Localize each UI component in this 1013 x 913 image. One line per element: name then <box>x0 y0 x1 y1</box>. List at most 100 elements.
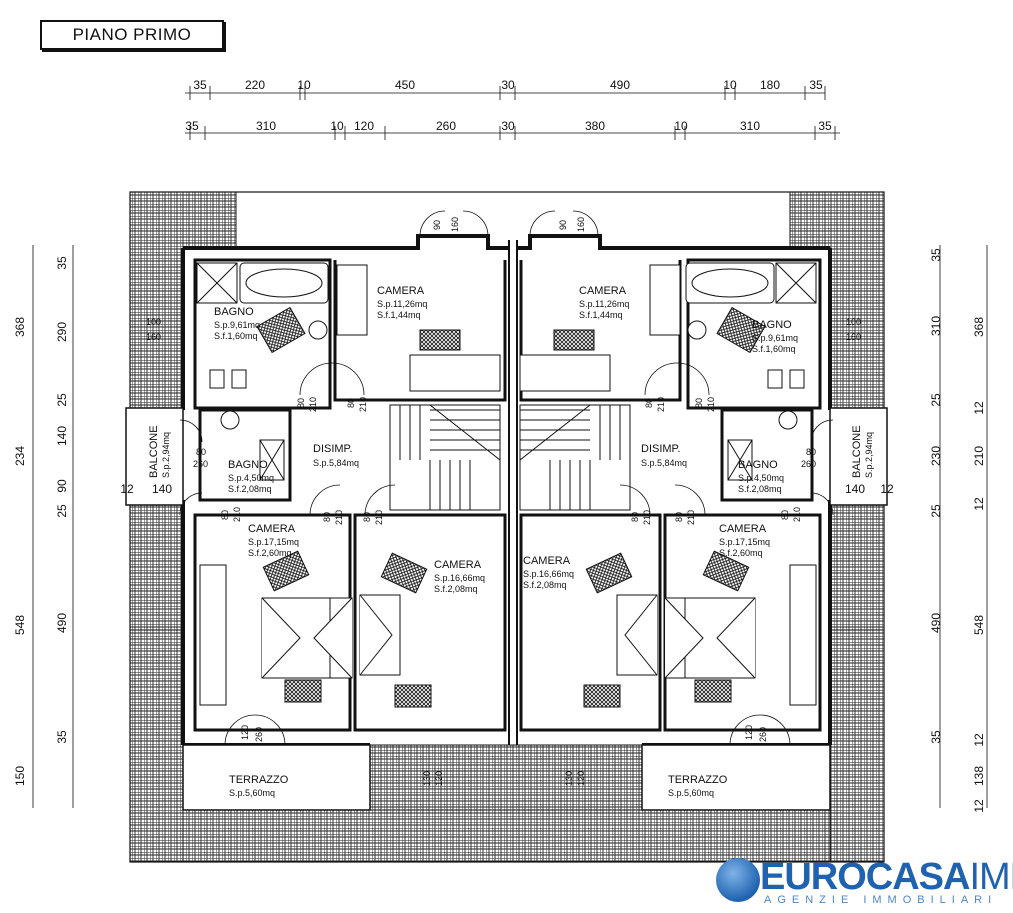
door-height-label: 260 <box>193 459 208 469</box>
dim-right-outer-5: 548 <box>972 615 986 635</box>
room-name: CAMERA <box>719 523 767 535</box>
dim-right-outer-1: 368 <box>972 317 986 337</box>
door-width-label: 80 <box>296 398 306 408</box>
dim-right-outer-3: 210 <box>972 446 986 466</box>
dimension-lines <box>32 86 988 808</box>
door-height-label: 210 <box>792 507 802 522</box>
door-height-label: 210 <box>232 507 242 522</box>
dim-left-inner-7: 490 <box>55 613 69 633</box>
door-width-label: 80 <box>362 512 372 522</box>
room-camera-center-left: CAMERA S.p.16,66mq S.f.2,08mq <box>434 559 485 594</box>
dim-right-outer-4: 12 <box>972 497 986 511</box>
door-swings <box>179 210 834 746</box>
window-height-label: 160 <box>146 332 161 342</box>
door-height-label: 210 <box>334 510 344 525</box>
window-width-label: 100 <box>846 317 861 327</box>
room-name: BAGNO <box>738 459 778 471</box>
dim-left-outer-3: 548 <box>13 615 27 635</box>
room-sf: S.f.2,60mq <box>719 548 763 558</box>
drawing-title-text: PIANO PRIMO <box>72 25 192 44</box>
dim-right-outer-6: 12 <box>972 733 986 747</box>
dim-right-inner-2: 310 <box>929 316 943 336</box>
room-name: CAMERA <box>377 285 425 297</box>
room-disimp-left: DISIMP. S.p.5,84mq <box>313 443 359 468</box>
dim-top2-3: 10 <box>330 119 344 133</box>
dims-left-inner: 35 290 25 140 90 25 490 35 <box>55 256 69 744</box>
dim-top1-9: 35 <box>809 78 823 92</box>
door-width-label: 120 <box>744 725 754 740</box>
stairs <box>389 404 631 511</box>
door-width-label: 80 <box>780 510 790 520</box>
dim-right-inner-7: 35 <box>929 730 943 744</box>
room-name: TERRAZZO <box>668 774 728 786</box>
dim-top1-5: 30 <box>501 78 515 92</box>
room-name: CAMERA <box>248 523 296 535</box>
room-balcone-right: BALCONE S.p.2,94mq <box>851 425 874 478</box>
room-labels: BAGNO S.p.9,61mq S.f.1,60mq BAGNO S.p.9,… <box>148 285 874 798</box>
globe-icon <box>716 858 760 902</box>
room-sp: S.p.4,50mq <box>228 473 274 483</box>
room-camera-top-left: CAMERA S.p.11,26mq S.f.1,44mq <box>377 285 427 320</box>
dims-top-row2: 35 310 10 120 260 30 380 10 310 35 <box>185 119 832 133</box>
room-sp: S.p.5,84mq <box>313 458 359 468</box>
dim-left-inner-6: 25 <box>55 504 69 518</box>
room-bagno-right: BAGNO S.p.9,61mq S.f.1,60mq <box>752 319 798 354</box>
dim-balcony-r-2: 12 <box>880 482 894 496</box>
skylight-label: 120 <box>434 771 444 786</box>
dim-right-inner-8: 138 <box>972 766 986 786</box>
room-sf: S.f.1,60mq <box>214 331 258 341</box>
dim-right-outer-2: 12 <box>972 401 986 415</box>
room-sf: S.f.1,44mq <box>579 310 623 320</box>
balcony-dims: 12 140 140 12 <box>120 482 894 496</box>
room-sp: S.p.2,94mq <box>161 432 171 478</box>
window-height-label: 160 <box>846 332 861 342</box>
room-sp: S.p.16,66mq <box>523 569 574 579</box>
dim-balcony-r-1: 140 <box>845 482 865 496</box>
room-sp: S.p.9,61mq <box>752 333 798 343</box>
door-height-label: 210 <box>642 510 652 525</box>
door-width-label: 80 <box>322 512 332 522</box>
door-height-label: 210 <box>374 510 384 525</box>
door-height-label: 210 <box>706 397 716 412</box>
bath-fixtures <box>196 262 817 481</box>
room-camera-top-right: CAMERA S.p.11,26mq S.f.1,44mq <box>579 285 629 320</box>
dim-right-inner-5: 25 <box>929 504 943 518</box>
door-width-label: 80 <box>220 510 230 520</box>
logo-wordmark: EUROCASAIMM <box>760 856 1013 899</box>
dim-right-inner-6: 490 <box>929 613 943 633</box>
door-width-label: 80 <box>196 447 206 457</box>
room-bagno2-right: BAGNO S.p.4,50mq S.f.2,08mq <box>738 459 784 494</box>
room-name: BALCONE <box>851 425 863 478</box>
dim-top2-9: 310 <box>740 119 760 133</box>
room-sp: S.p.5,60mq <box>668 788 714 798</box>
door-width-label: 80 <box>694 398 704 408</box>
room-sp: S.p.5,60mq <box>229 788 275 798</box>
dim-balcony-l-1: 12 <box>120 482 134 496</box>
dim-top2-1: 35 <box>185 119 199 133</box>
furniture <box>199 264 817 706</box>
dim-top2-2: 310 <box>256 119 276 133</box>
room-sp: S.p.17,15mq <box>248 537 299 547</box>
window-width-label: 90 <box>558 220 568 230</box>
dim-top1-3: 10 <box>297 78 311 92</box>
dim-top1-4: 450 <box>395 78 415 92</box>
room-terrazzo-left: TERRAZZO S.p.5,60mq <box>229 774 289 798</box>
dim-left-inner-3: 25 <box>55 393 69 407</box>
room-camera-center-right: CAMERA S.p.16,66mq S.f.2,08mq <box>523 555 574 590</box>
window-height-label: 160 <box>450 217 460 232</box>
dim-top2-6: 30 <box>501 119 515 133</box>
room-name: DISIMP. <box>641 443 681 455</box>
room-sf: S.f.1,44mq <box>377 310 421 320</box>
room-sf: S.f.2,08mq <box>738 484 782 494</box>
room-sf: S.f.2,60mq <box>248 548 292 558</box>
dim-top2-5: 260 <box>436 119 456 133</box>
dims-left-outer: 368 234 548 150 <box>13 317 27 786</box>
dims-right-outer: 368 12 210 12 548 12 <box>972 317 986 747</box>
room-sf: S.f.2,08mq <box>523 580 567 590</box>
room-sf: S.f.2,08mq <box>434 584 478 594</box>
room-balcone-left: BALCONE S.p.2,94mq <box>148 425 171 478</box>
dim-left-inner-1: 35 <box>55 256 69 270</box>
room-sp: S.p.9,61mq <box>214 320 260 330</box>
skylight-label: 130 <box>564 771 574 786</box>
room-name: BAGNO <box>228 459 268 471</box>
